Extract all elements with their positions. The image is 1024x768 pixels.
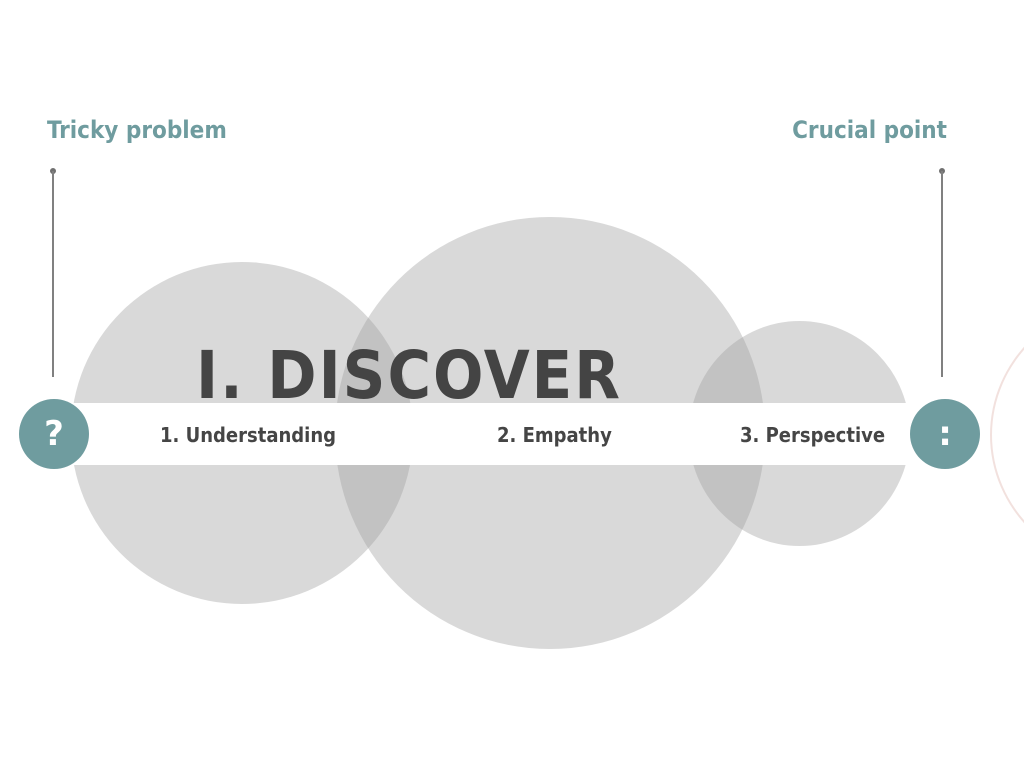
discover-heading: I. DISCOVER xyxy=(196,337,622,414)
step-perspective: 3. Perspective xyxy=(740,423,886,447)
colon-icon: : xyxy=(910,399,980,469)
pin-left-connector xyxy=(52,171,54,377)
pin-right-connector xyxy=(941,171,943,377)
step-understanding: 1. Understanding xyxy=(160,423,337,447)
crucial-point-label: Crucial point xyxy=(792,116,947,144)
steps-band xyxy=(50,403,946,465)
step-empathy: 2. Empathy xyxy=(497,423,612,447)
question-icon: ? xyxy=(19,399,89,469)
tricky-problem-label: Tricky problem xyxy=(47,116,227,144)
circle-offscreen-outline xyxy=(990,300,1024,570)
